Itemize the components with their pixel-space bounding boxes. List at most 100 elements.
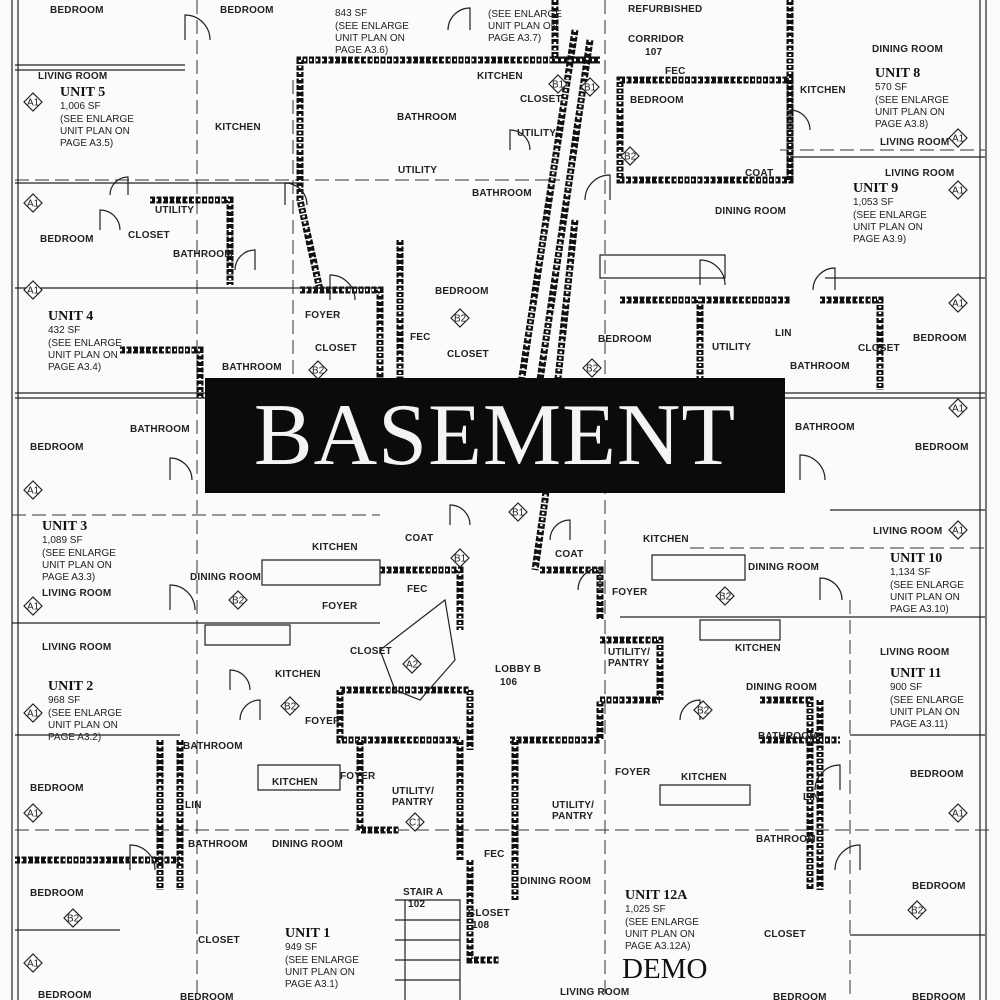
- wall-hatch: [298, 58, 600, 291]
- room-label: STAIR A: [403, 887, 443, 898]
- room-label: BATHROOM: [397, 112, 457, 123]
- unit-note-line: (SEE ENLARGE: [625, 917, 699, 928]
- room-label: DINING ROOM: [520, 876, 591, 887]
- room-label: BEDROOM: [913, 333, 967, 344]
- room-label: BEDROOM: [912, 992, 966, 1000]
- room-label: BATHROOM: [173, 249, 233, 260]
- unit-note-line: UNIT PLAN ON: [48, 350, 118, 361]
- section-tag: A1: [948, 180, 968, 200]
- unit-note-line: PAGE A3.3): [42, 572, 95, 583]
- room-label: CLOSET: [198, 935, 240, 946]
- section-tag: A2: [402, 654, 422, 674]
- diamond-icon: [693, 700, 713, 720]
- unit-note-line: (SEE ENLARGE: [890, 580, 964, 591]
- unit-note-line: UNIT PLAN ON: [625, 929, 695, 940]
- unit-area: 1,006 SF: [60, 101, 101, 112]
- wall-hatch: [340, 688, 472, 750]
- unit-note-line: PAGE A3.1): [285, 979, 338, 990]
- unit-area: 949 SF: [285, 942, 317, 953]
- door-swing: [99, 209, 121, 231]
- door-swing: [789, 109, 811, 131]
- room-label: KITCHEN: [643, 534, 689, 545]
- diamond-icon: [23, 703, 43, 723]
- door-swing: [109, 176, 129, 196]
- room-label: PANTRY: [392, 797, 433, 808]
- room-label: CLOSET: [520, 94, 562, 105]
- tag-label: A1: [27, 602, 40, 613]
- section-tag: B1: [580, 77, 600, 97]
- diamond-icon: [23, 953, 43, 973]
- tag-label: C1: [409, 818, 422, 829]
- section-tag: A1: [23, 803, 43, 823]
- room-label: LIN: [803, 792, 820, 803]
- room-label: COAT: [555, 549, 583, 560]
- room-label: 102: [408, 899, 426, 910]
- room-label: 106: [500, 677, 518, 688]
- unit-note-line: UNIT PLAN ON: [853, 222, 923, 233]
- wall-hatch: [820, 298, 882, 390]
- tag-label: A1: [27, 486, 40, 497]
- door-swing: [184, 14, 211, 41]
- room-label: DINING ROOM: [190, 572, 261, 583]
- diamond-icon: [948, 128, 968, 148]
- tag-label: A1: [27, 709, 40, 720]
- room-label: BEDROOM: [38, 990, 92, 1000]
- room-label: KITCHEN: [275, 669, 321, 680]
- wall-hatch: [300, 288, 382, 400]
- diamond-icon: [450, 308, 470, 328]
- walls: [15, 0, 884, 964]
- room-label: KITCHEN: [312, 542, 358, 553]
- tag-label: B2: [586, 364, 599, 375]
- unit-note-line: UNIT PLAN ON: [488, 21, 558, 32]
- tag-label: B2: [911, 906, 924, 917]
- room-label: DINING ROOM: [715, 206, 786, 217]
- tag-label: B2: [232, 596, 245, 607]
- title: BASEMENT: [253, 387, 737, 484]
- diamond-icon: [23, 92, 43, 112]
- door-swing: [799, 454, 826, 481]
- unit-area: 432 SF: [48, 325, 80, 336]
- room-label: COAT: [405, 533, 433, 544]
- room-label: UTILITY: [398, 165, 437, 176]
- door-swing: [449, 504, 471, 526]
- unit-note-line: PAGE A3.11): [890, 719, 948, 730]
- room-label: BEDROOM: [912, 881, 966, 892]
- unit-note-line: UNIT PLAN ON: [890, 707, 960, 718]
- unit-note-line: UNIT PLAN ON: [890, 592, 960, 603]
- unit-note-line: (SEE ENLARGE: [335, 21, 409, 32]
- door-swing: [584, 174, 611, 201]
- room-label: BATHROOM: [183, 741, 243, 752]
- wall-hatch: [600, 638, 662, 700]
- wall: [531, 219, 579, 571]
- title-banner: BASEMENT: [205, 378, 785, 493]
- diamond-icon: [405, 812, 425, 832]
- tag-label: A1: [952, 526, 965, 537]
- unit-name: UNIT 12A: [625, 888, 688, 903]
- diamond-icon: [23, 193, 43, 213]
- wall-hatch: [380, 568, 462, 630]
- room-label: UTILITY: [712, 342, 751, 353]
- unit-note-line: (SEE ENLARGE: [853, 210, 927, 221]
- tag-label: B2: [284, 702, 297, 713]
- room-label: CLOSET: [128, 230, 170, 241]
- unit-note-line: PAGE A3.12A): [625, 941, 690, 952]
- room-label: BEDROOM: [220, 5, 274, 16]
- diamond-icon: [450, 548, 470, 568]
- section-tag: B2: [907, 900, 927, 920]
- room-label: UTILITY: [517, 128, 556, 139]
- unit-note-line: PAGE A3.6): [335, 45, 388, 56]
- unit-name: UNIT 1: [285, 926, 330, 941]
- diamond-icon: [23, 280, 43, 300]
- door-swing: [129, 844, 156, 871]
- door-swing: [509, 129, 531, 151]
- diamond-icon: [308, 360, 328, 380]
- room-label: FOYER: [305, 716, 341, 727]
- door-swing: [169, 457, 193, 481]
- section-tag: A1: [948, 520, 968, 540]
